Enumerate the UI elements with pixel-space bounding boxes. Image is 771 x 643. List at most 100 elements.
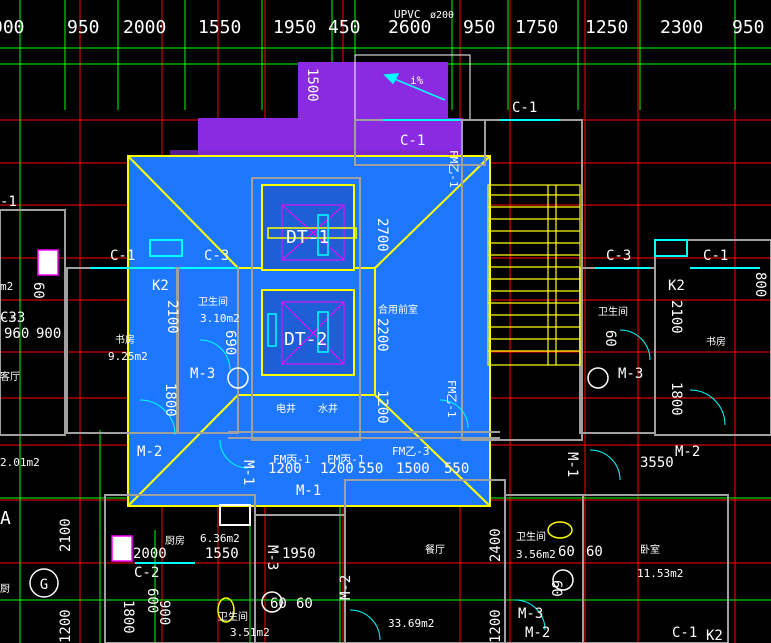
- room-labels: 卫生间 3.10m2 书房 9.25m2 合用前室 卫生间 书房 电井 水井 厨…: [0, 280, 726, 639]
- slope-note: i%: [410, 74, 424, 87]
- dim-60-g: 60: [548, 580, 564, 597]
- door-label-m1-vert-a: M-1: [240, 460, 256, 485]
- top-dim-10: 2300: [660, 17, 703, 38]
- window-label-c1-right: C-1: [703, 248, 728, 264]
- windows: [90, 119, 760, 564]
- door-label-m1: M-1: [296, 483, 321, 499]
- window-label-c1-partial: -1: [0, 194, 17, 210]
- dim-1800-a: 1800: [162, 383, 178, 417]
- door-label-m3-vert: M-3: [264, 545, 280, 570]
- top-dim-8: 1750: [515, 17, 558, 38]
- window-label-c3-b: C-3: [606, 248, 631, 264]
- top-dim-5: 450: [328, 17, 361, 38]
- room-name-living: 餐厅: [425, 543, 445, 556]
- door-label-m3-c: M-3: [518, 606, 543, 622]
- top-dim-6: 2600: [388, 17, 431, 38]
- dim-600: 600: [144, 588, 160, 613]
- room-name-study-b: 书房: [706, 335, 726, 348]
- dim-2000: 2000: [133, 546, 167, 562]
- door-swings: [139, 329, 726, 641]
- room-name-bath-b: 卫生间: [598, 305, 628, 318]
- door-label-m2-b: M-2: [675, 444, 700, 460]
- grid-label-a: A: [0, 508, 11, 529]
- dim-60-f: 60: [602, 330, 618, 347]
- top-dim-1: 950: [67, 17, 100, 38]
- pipe-note: UPVC: [394, 8, 421, 21]
- top-dim-3: 1550: [198, 17, 241, 38]
- top-dimension-row: 900 950 2000 1550 1950 450 2600 950 1750…: [0, 17, 765, 38]
- dim-2100-b: 2100: [668, 300, 684, 334]
- dim-1500-vert: 1500: [304, 68, 320, 102]
- dim-1200-a: 1200: [268, 461, 302, 477]
- top-dim-11: 950: [732, 17, 765, 38]
- dim-2700: 2700: [374, 218, 390, 252]
- stair-treads: [487, 184, 581, 366]
- dim-1950: 1950: [282, 546, 316, 562]
- dim-3550: 3550: [640, 455, 674, 471]
- pipe-note-small: ø200: [430, 10, 454, 21]
- dim-60-c: 60: [270, 596, 287, 612]
- window-label-c1-bottom: C-1: [672, 625, 697, 641]
- room-name-shaft-a: 电井: [276, 402, 296, 415]
- dim-550-a: 550: [358, 461, 383, 477]
- elevator-dt1-label: DT-1: [286, 227, 329, 248]
- dim-2200: 2200: [374, 318, 390, 352]
- room-area-kitchen: 6.36m2: [200, 532, 240, 545]
- inner-dimensions: 1500 2700 2200 2100 690 1800 1200 1200 1…: [0, 68, 768, 643]
- room-area-left-b: 2.01m2: [0, 456, 40, 469]
- door-label-fm1: FM丙-1: [273, 453, 311, 466]
- dim-1800-b: 1800: [668, 382, 684, 416]
- dim-1800-c: 1800: [120, 600, 136, 634]
- dim-1500-b: 1500: [396, 461, 430, 477]
- room-name-bath-c: 卫生间: [516, 530, 546, 543]
- room-name-shaft-b: 水井: [318, 402, 338, 415]
- walls: [0, 119, 771, 643]
- window-type-k2-b: K2: [668, 278, 685, 294]
- room-name-kitchen: 厨房: [165, 534, 185, 547]
- dim-900-b: 900: [156, 600, 172, 625]
- room-area-left-a: m2: [0, 280, 13, 293]
- door-label-m2-a: M-2: [137, 444, 162, 460]
- dim-1200-b: 1200: [320, 461, 354, 477]
- room-name-living-partial: 客厅: [0, 370, 20, 383]
- grid-bubble: G: [29, 568, 59, 598]
- dim-60-d: 60: [296, 596, 313, 612]
- window-label-c2: C-2: [134, 565, 159, 581]
- dim-550-b: 550: [444, 461, 469, 477]
- dim-1200-vert: 1200: [374, 390, 390, 424]
- dim-1200-d: 1200: [58, 609, 74, 643]
- dim-1200-c: 1200: [488, 609, 504, 643]
- dim-800: 800: [752, 272, 768, 297]
- top-dim-9: 1250: [585, 17, 628, 38]
- room-area-living: 33.69m2: [388, 617, 434, 630]
- door-label-fm-vert-2: FM乙-1: [445, 380, 458, 418]
- dim-900-a: 900: [36, 326, 61, 342]
- dim-960: 960: [4, 326, 29, 342]
- window-type-k2-c: K2: [706, 628, 723, 643]
- room-name-bath-d: 卫生间: [218, 610, 248, 623]
- window-type-k2-a: K2: [152, 278, 169, 294]
- dim-60-e: 60: [30, 282, 46, 299]
- window-label-c1-b: C-1: [400, 133, 425, 149]
- room-name-bedroom: 卧室: [640, 543, 660, 556]
- room-name-bath-a: 卫生间: [198, 295, 228, 308]
- top-dim-0: 900: [0, 17, 25, 38]
- plumbing-fixtures: [37, 249, 609, 623]
- room-name-study-a: 书房: [115, 333, 135, 346]
- opening-labels: C-1 C-1 C-1 C-1 -1 C-1 C-2 C-3 C-3 C-3 M…: [0, 100, 728, 643]
- top-dim-4: 1950: [273, 17, 316, 38]
- window-label-c1-left: C-1: [110, 248, 135, 264]
- stair-core-hatch: [127, 155, 491, 507]
- window-label-c3-a: C-3: [204, 248, 229, 264]
- dim-690: 690: [222, 330, 238, 355]
- room-area-bath-a: 3.10m2: [200, 312, 240, 325]
- door-label-fm2: FM丙-1: [327, 453, 365, 466]
- dim-left-c3: -3: [0, 310, 17, 326]
- dim-60-b: 60: [586, 544, 603, 560]
- grid-bubble-label: G: [40, 577, 48, 593]
- door-label-fm-vert-1: FM乙-1: [447, 150, 460, 188]
- door-label-m2-d: M-2: [338, 575, 354, 600]
- window-label-c1-a: C-1: [512, 100, 537, 116]
- door-label-m3-a: M-3: [190, 366, 215, 382]
